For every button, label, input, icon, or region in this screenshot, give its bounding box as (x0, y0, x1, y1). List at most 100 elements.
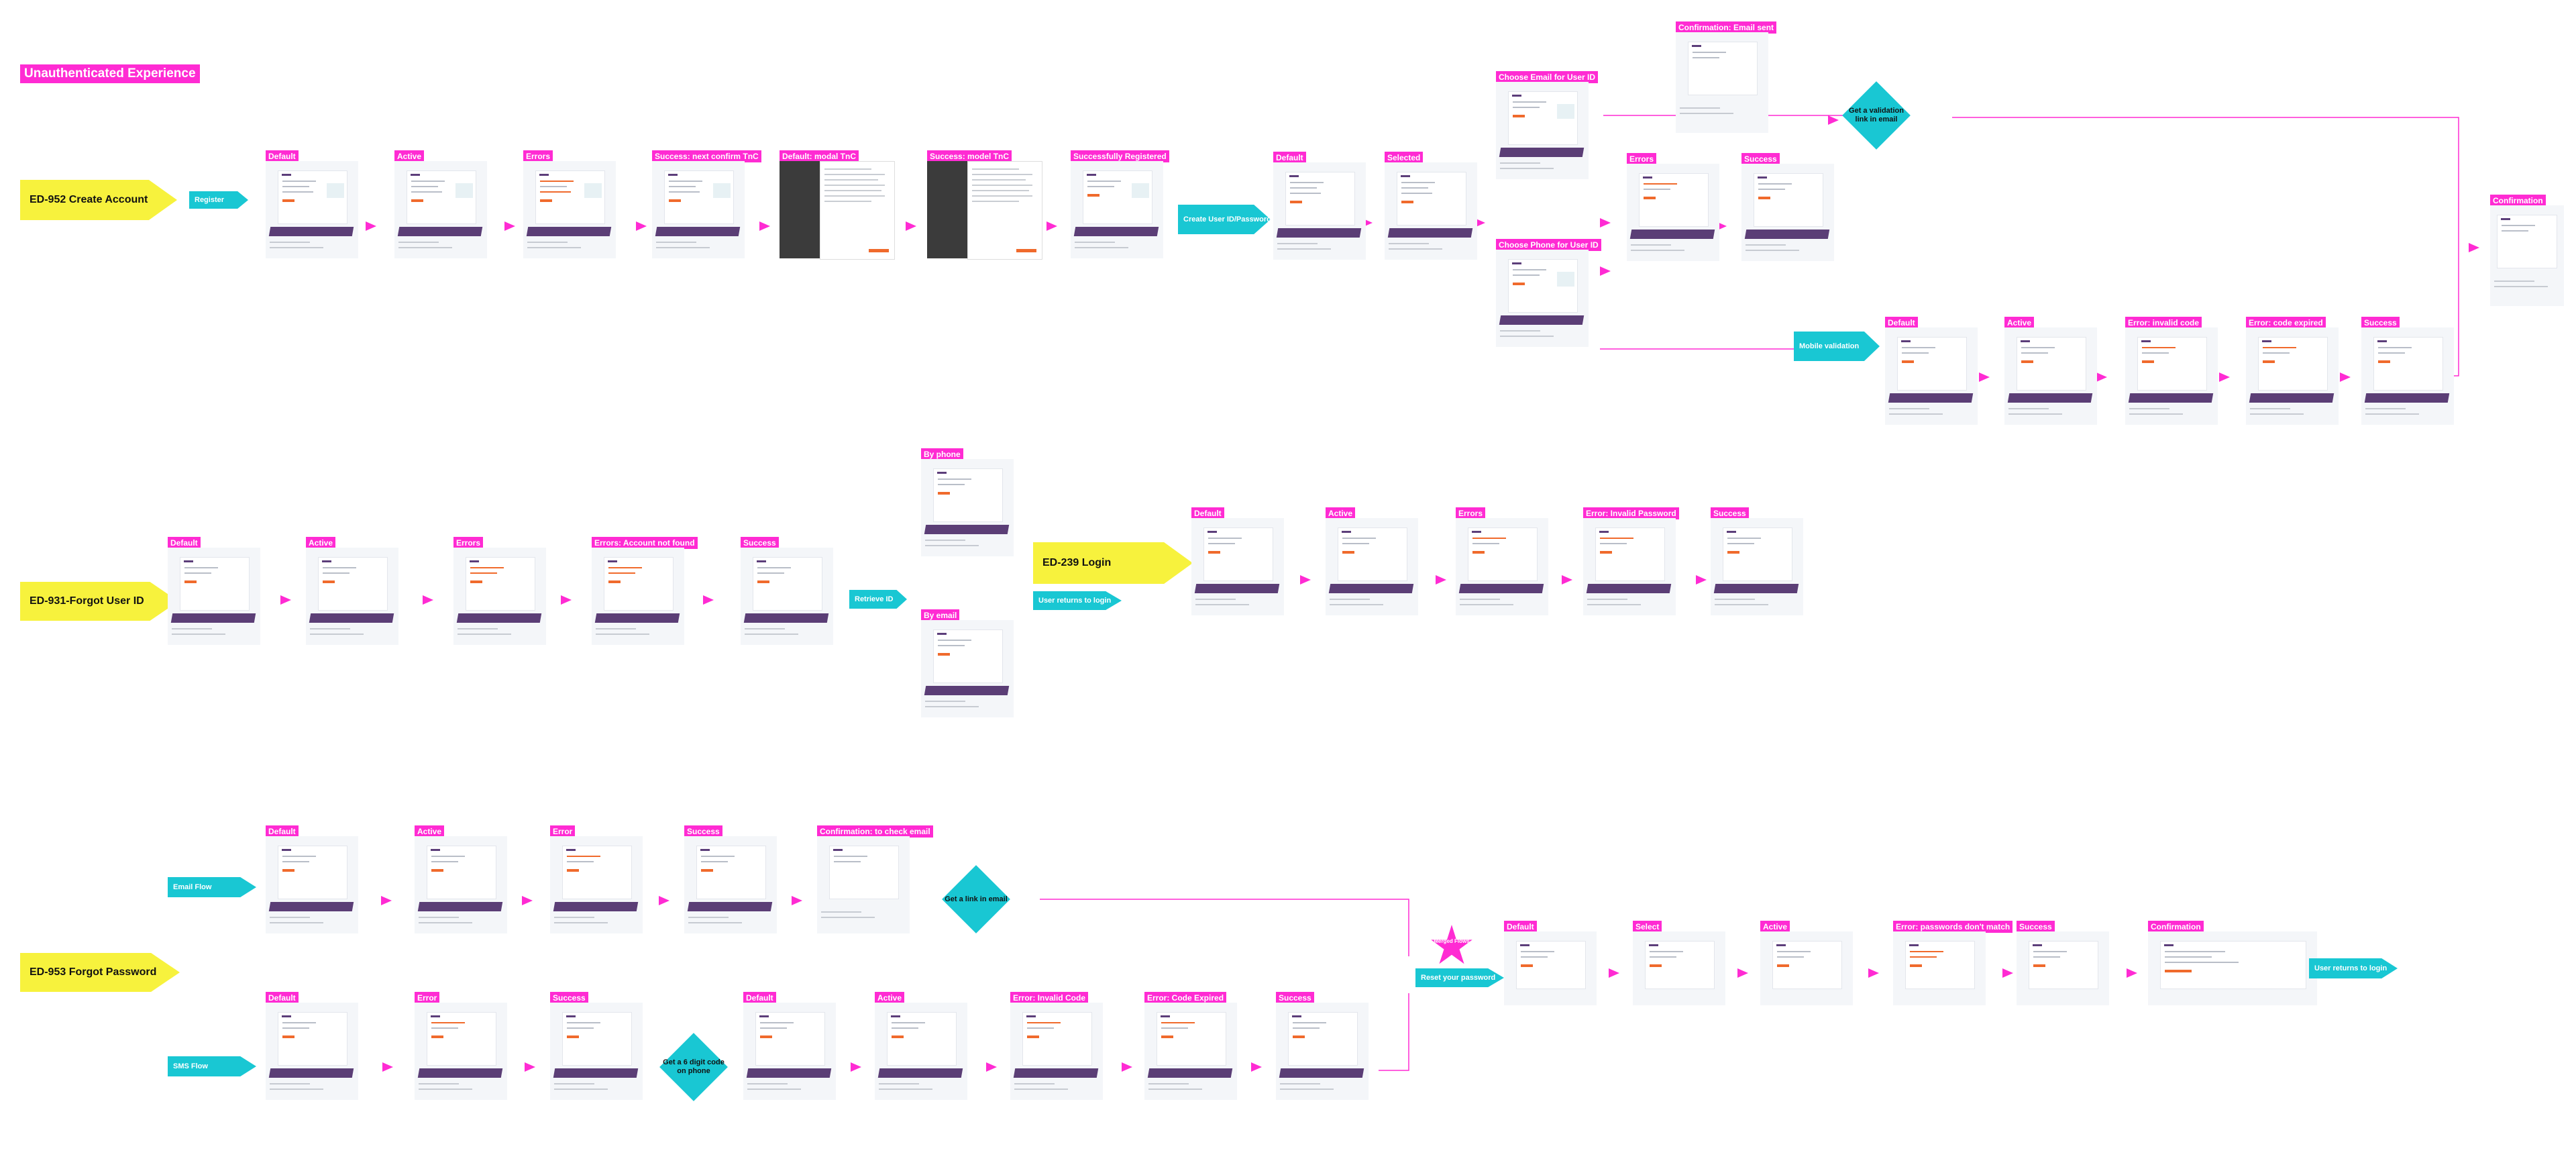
label: Error: passwords don't match (1893, 921, 2013, 933)
modal-thumbnail (967, 161, 1042, 260)
label: Select (1633, 921, 1662, 933)
arrow (1600, 266, 1611, 276)
arrow (280, 595, 291, 605)
screen-thumbnail (453, 548, 546, 645)
step-user-returns-to-login: User returns to login (1033, 591, 1122, 610)
screen-thumbnail (306, 548, 398, 645)
arrow (1046, 221, 1057, 231)
label: Success (684, 825, 722, 838)
label: Error: invalid code (2125, 317, 2202, 329)
label: Error (415, 992, 440, 1004)
label: Default (266, 150, 299, 162)
screen-thumbnail (1496, 82, 1589, 179)
connector-email-link-to-merge (1040, 899, 1409, 956)
label: Confirmation: to check email (817, 825, 933, 838)
arrow (2219, 372, 2230, 382)
screen-thumbnail (550, 836, 643, 933)
screen-thumbnail (1276, 1003, 1368, 1100)
step-register: Register (189, 191, 248, 209)
label: Default (1504, 921, 1537, 933)
label: Choose Email for User ID (1496, 71, 1599, 83)
step-mobile-validation: Mobile validation (1794, 332, 1880, 361)
arrow (2340, 372, 2351, 382)
label: Error: Invalid Code (1010, 992, 1089, 1004)
screen-thumbnail-dark (780, 161, 820, 258)
screen-thumbnail-dark (927, 161, 967, 258)
step-reset-your-password: Reset your password (1415, 968, 1504, 987)
screen-thumbnail (592, 548, 684, 645)
arrow (2469, 243, 2479, 252)
label: Error (550, 825, 576, 838)
screen-thumbnail (266, 836, 358, 933)
label: Success (1276, 992, 1314, 1004)
screen-thumbnail (921, 459, 1014, 556)
screen-thumbnail (1676, 32, 1768, 133)
label: Error: Invalid Password (1583, 507, 1679, 519)
screen-thumbnail (1273, 162, 1366, 260)
label: Active (875, 992, 905, 1004)
arrow (1436, 575, 1446, 585)
screen-thumbnail (652, 161, 745, 258)
arrow (851, 1062, 861, 1072)
page-title: Unauthenticated Experience (20, 64, 200, 83)
label: Success (1711, 507, 1749, 519)
screen-thumbnail (1010, 1003, 1103, 1100)
arrow (525, 1062, 535, 1072)
label: Active (306, 537, 336, 549)
step-sms-flow: SMS Flow (168, 1056, 256, 1076)
label: Default (1273, 152, 1306, 164)
label: Default (743, 992, 776, 1004)
screen-thumbnail (2361, 327, 2454, 425)
screen-thumbnail (1633, 931, 1725, 1005)
screen-thumbnail (168, 548, 260, 645)
label: Default: modal TnC (780, 150, 859, 162)
arrow (1122, 1062, 1132, 1072)
screen-thumbnail (2004, 327, 2097, 425)
story-create-account: ED-952 Create Account (20, 180, 177, 220)
label: Active (415, 825, 445, 838)
screen-thumbnail (1144, 1003, 1237, 1100)
story-forgot-password: ED-953 Forgot Password (20, 953, 180, 992)
decision-email-link: Get a link in email (942, 865, 1010, 933)
screen-thumbnail (1711, 518, 1803, 615)
step-email-flow: Email Flow (168, 877, 256, 897)
label: Active (2004, 317, 2035, 329)
step-create-user-id-password: Create User ID/Password (1178, 205, 1271, 234)
screen-thumbnail (1760, 931, 1853, 1005)
label: Success: model TnC (927, 150, 1012, 162)
screen-thumbnail (266, 161, 358, 258)
screen-thumbnail (2490, 205, 2564, 306)
label: Active (1326, 507, 1356, 519)
arrow (1474, 218, 1485, 227)
arrow (366, 221, 376, 231)
label: Active (1760, 921, 1790, 933)
screen-thumbnail (1583, 518, 1676, 615)
arrow (1562, 575, 1572, 585)
arrow (1868, 968, 1879, 978)
screen-thumbnail (415, 1003, 507, 1100)
flow-arrows (280, 115, 2479, 1072)
screen-thumbnail (2246, 327, 2339, 425)
arrow (2096, 372, 2107, 382)
arrow (1737, 968, 1748, 978)
arrow (522, 896, 533, 905)
screen-thumbnail (1885, 327, 1978, 425)
screen-thumbnail (817, 836, 910, 933)
label: Default (266, 825, 299, 838)
label: Error: Code Expired (1144, 992, 1227, 1004)
arrow (2127, 968, 2137, 978)
screen-thumbnail (1741, 164, 1834, 261)
label: Default (1885, 317, 1918, 329)
arrow (759, 221, 770, 231)
label: Error: code expired (2246, 317, 2326, 329)
screen-thumbnail (550, 1003, 643, 1100)
screen-thumbnail (1504, 931, 1597, 1005)
decision-email-validation: Get a validation link in email (1842, 81, 1911, 150)
screen-thumbnail (1627, 164, 1719, 261)
screen-thumbnail (394, 161, 487, 258)
arrow (382, 1062, 393, 1072)
step-user-returns-to-login: User returns to login (2309, 958, 2398, 978)
screen-thumbnail (921, 620, 1014, 717)
